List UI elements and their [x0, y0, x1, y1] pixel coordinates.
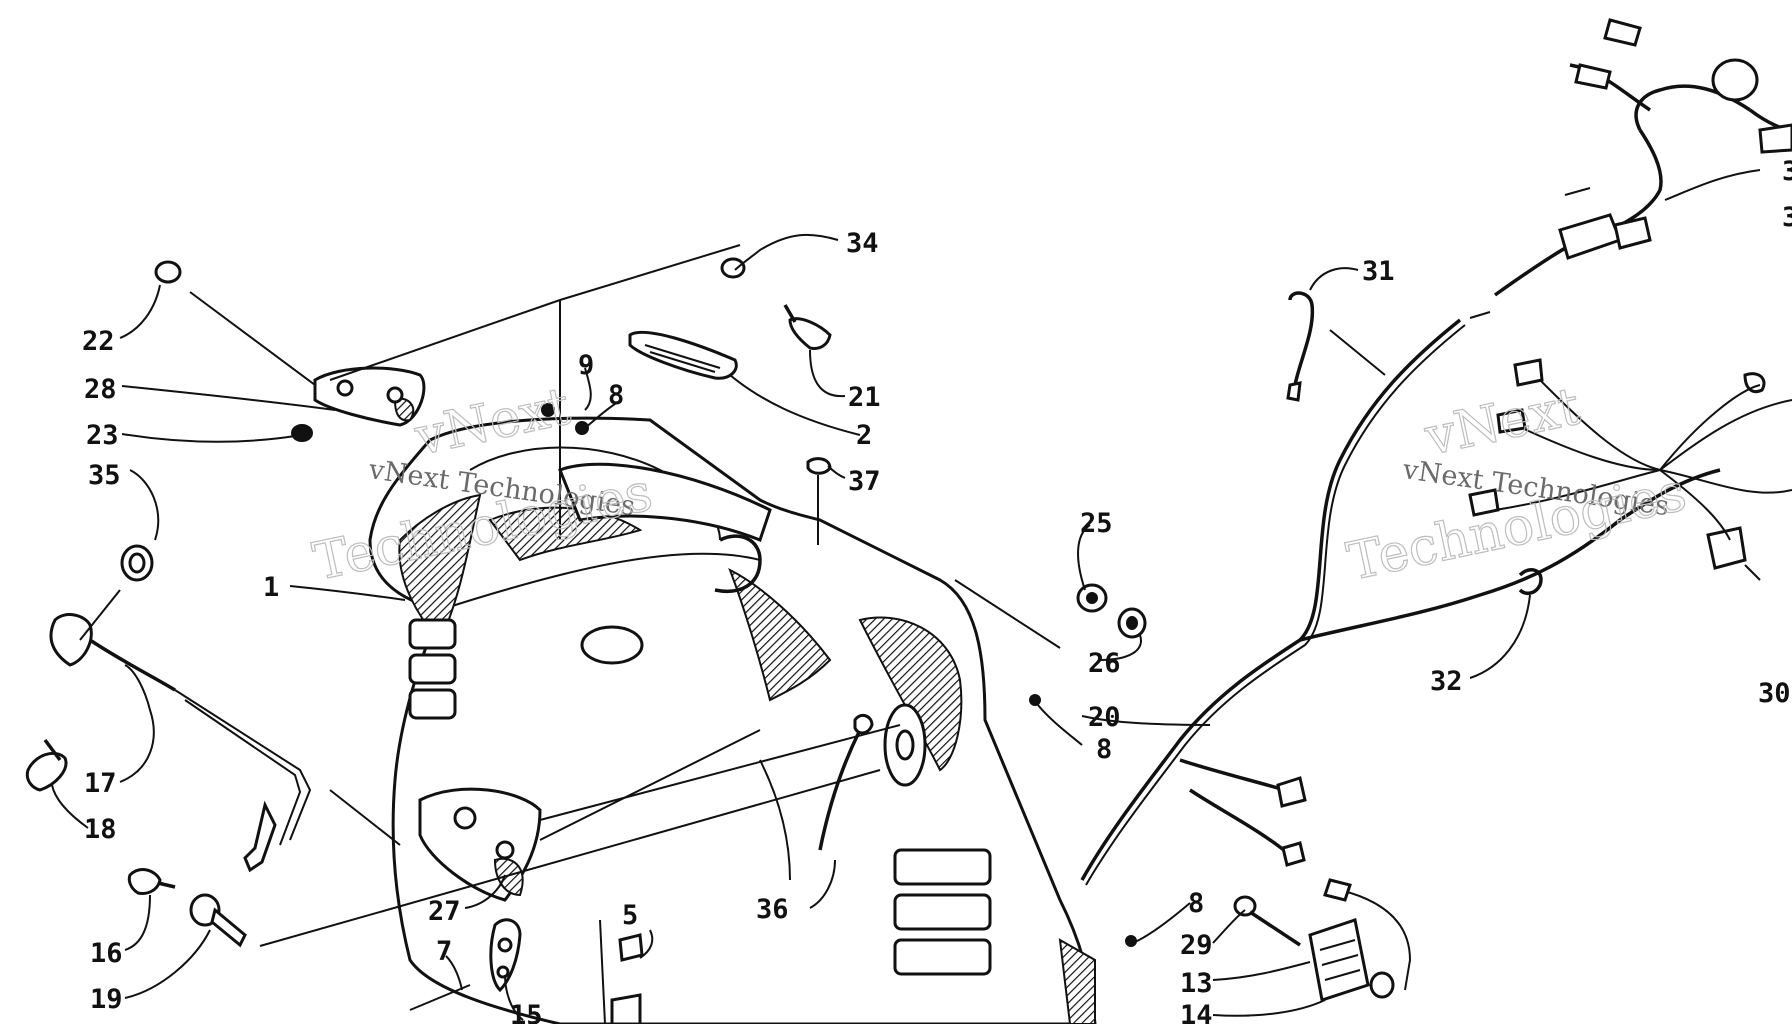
callout-26: 26	[1088, 648, 1121, 679]
callout-28: 28	[84, 374, 117, 405]
callout-3-lower: 3	[1782, 202, 1792, 233]
callout-8-right: 8	[1096, 734, 1112, 765]
left-bracket-lower	[418, 787, 542, 902]
relay-block-13	[1233, 878, 1412, 1002]
callout-27: 27	[428, 896, 461, 927]
callout-9: 9	[578, 350, 594, 381]
wiring-harness	[1080, 18, 1792, 886]
callout-19: 19	[90, 984, 123, 1015]
callout-17: 17	[84, 768, 117, 799]
callout-37: 37	[848, 466, 881, 497]
callout-3-upper: 3	[1782, 156, 1792, 187]
callout-30: 30	[1758, 678, 1791, 709]
callout-13: 13	[1180, 968, 1213, 999]
callout-36: 36	[756, 894, 789, 925]
hood-console-part-1	[368, 416, 1097, 1024]
left-bracket-upper	[154, 260, 426, 442]
callout-8-lower: 8	[1188, 888, 1204, 919]
left-switch-assembly	[25, 544, 312, 873]
callout-1: 1	[263, 572, 279, 603]
lower-center-parts	[409, 713, 874, 1024]
callout-8-top: 8	[608, 380, 624, 411]
windshield-vent-part-2	[628, 330, 738, 380]
callout-7: 7	[436, 936, 452, 967]
watermark-right-vnext: vNext	[1419, 377, 1585, 468]
nuts-25-26	[1029, 583, 1147, 947]
callout-18: 18	[84, 814, 117, 845]
callout-16: 16	[90, 938, 123, 969]
callout-23: 23	[86, 420, 119, 451]
callout-35: 35	[88, 460, 121, 491]
callout-29: 29	[1180, 930, 1213, 961]
callout-14: 14	[1180, 1000, 1213, 1024]
callout-32: 32	[1430, 666, 1463, 697]
toggle-switch-part-21	[720, 257, 832, 350]
left-lower-parts-16-19	[127, 868, 247, 948]
small-parts-9-8-37	[541, 403, 832, 545]
callout-labels: 22 28 23 35 1 17 18 16 19 27 7 15 5 36 9…	[82, 156, 1792, 1024]
callout-21: 21	[848, 382, 881, 413]
callout-22: 22	[82, 326, 115, 357]
callout-15: 15	[510, 1000, 543, 1024]
callout-31: 31	[1362, 256, 1395, 287]
leader-lines	[51, 169, 1761, 1021]
callout-25: 25	[1080, 508, 1113, 539]
callout-2: 2	[856, 420, 872, 451]
callout-34: 34	[846, 228, 879, 259]
callout-5: 5	[622, 900, 638, 931]
callout-20: 20	[1088, 702, 1121, 733]
